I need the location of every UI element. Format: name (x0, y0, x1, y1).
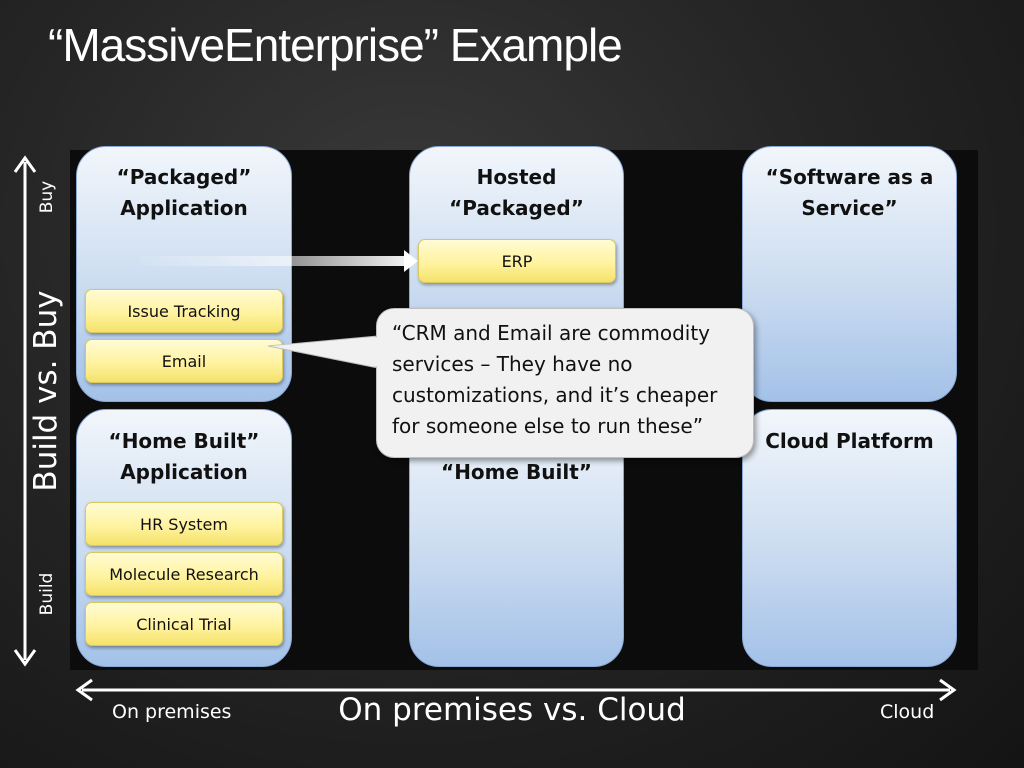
saas-label: “Software as a Service” (765, 165, 934, 220)
home-built-application-label: “Home Built” Application (108, 429, 260, 484)
horizontal-axis-label: On premises vs. Cloud (338, 692, 686, 728)
item-hr-system: HR System (85, 502, 283, 546)
item-clinical-trial: Clinical Trial (85, 602, 283, 646)
hosted-packaged-label: Hosted “Packaged” (449, 165, 584, 220)
slide-title: “MassiveEnterprise” Example (48, 19, 623, 71)
cloud-platform-label: Cloud Platform (765, 429, 934, 453)
callout-bubble (376, 308, 754, 458)
horizontal-axis-left-label: On premises (112, 701, 232, 723)
item-molecule-research: Molecule Research (85, 552, 283, 596)
callout-text: “CRM and Email are commodity services – … (392, 321, 718, 438)
item-erp: ERP (418, 239, 616, 283)
item-email: Email (85, 339, 283, 383)
packaged-application-label: “Packaged” Application (116, 165, 252, 220)
cloud-platform-column: Cloud Platform (742, 409, 957, 667)
saas-column: “Software as a Service” (742, 146, 957, 402)
item-issue-tracking: Issue Tracking (85, 289, 283, 333)
horizontal-axis-right-label: Cloud (880, 701, 935, 723)
